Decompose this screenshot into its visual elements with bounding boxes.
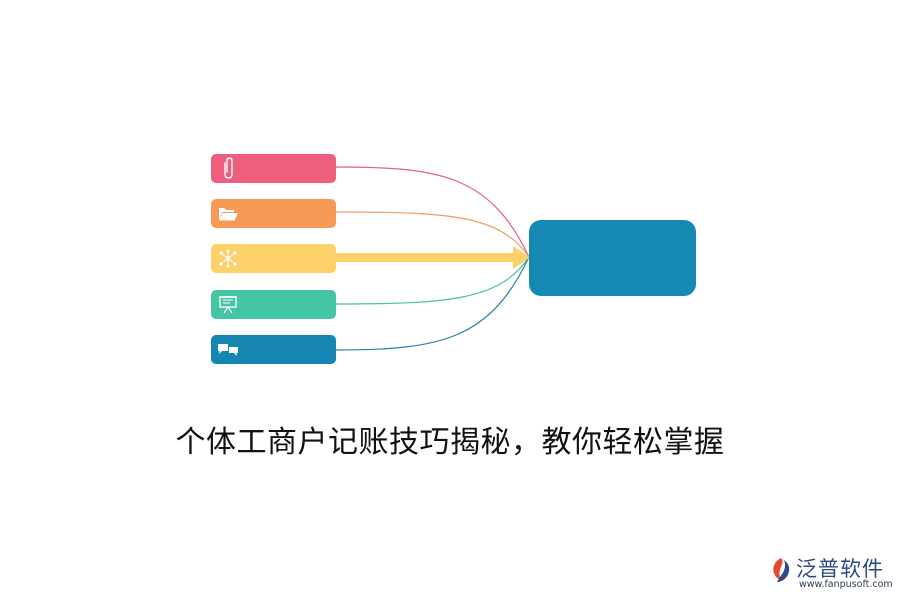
highlight-arrow-head [513,246,530,269]
connector-line-1 [335,166,530,258]
connector-line-4 [335,256,530,305]
brand-logo-icon [773,558,790,582]
caption-title: 个体工商户记账技巧揭秘，教你轻松掌握 [175,425,725,460]
target-box [529,220,696,296]
item-box-3 [211,244,336,273]
item-box-2 [211,199,336,228]
highlight-arrow-shaft [334,253,515,262]
brand-url: www.fanpusoft.com [799,579,893,590]
presentation-board-icon [219,296,237,314]
paperclip-icon [224,157,233,179]
chat-bubbles-icon [218,344,238,356]
item-box-1 [211,154,336,183]
connector-line-2 [335,211,530,258]
item-box-4 [211,290,336,319]
network-icon [219,249,237,268]
item-box-5 [211,335,336,364]
brand-logo: 泛普软件 www.fanpusoft.com [768,553,893,593]
connector-line-5 [335,256,530,351]
brand-name: 泛普软件 [796,557,884,581]
folder-open-icon [219,208,238,221]
